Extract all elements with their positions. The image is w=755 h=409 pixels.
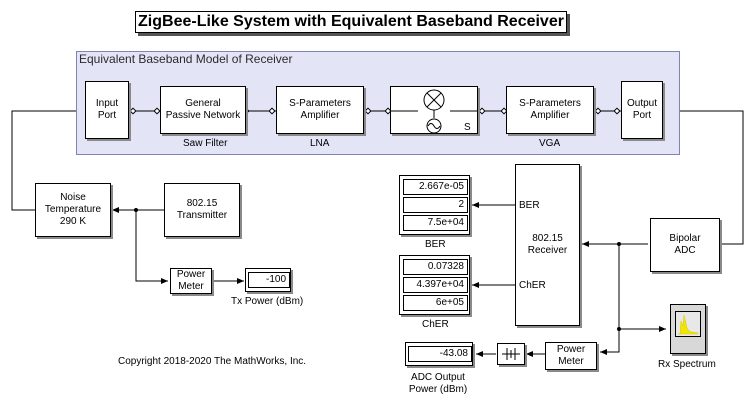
bipolar-adc-block[interactable]: Bipolar ADC [650,218,720,272]
tx-power-meter-block[interactable]: Power Meter [170,268,212,294]
copyright-text: Copyright 2018-2020 The MathWorks, Inc. [118,356,307,367]
receiver-block[interactable]: 802.15 Receiver BER ChER [515,164,580,326]
cher-caption: ChER [422,319,449,330]
output-port-block[interactable]: Output Port [621,81,663,139]
saw-filter-caption: Saw Filter [183,138,228,149]
rx-spectrum-caption: Rx Spectrum [658,359,716,370]
mixer-block[interactable]: S [390,86,478,134]
adc-power-display[interactable]: -43.08 [405,342,473,366]
ber-caption: BER [425,239,446,250]
lna-block[interactable]: S-Parameters Amplifier [276,86,364,134]
lna-caption: LNA [310,138,330,149]
cher-value-1: 0.07328 [403,259,468,275]
ber-value-3: 7.5e+04 [403,215,468,231]
mixer-icon [390,89,478,134]
receiver-cher-port: ChER [519,280,546,291]
transmitter-block[interactable]: 802.15 Transmitter [164,183,240,237]
rx-spectrum-scope[interactable] [670,304,706,354]
rate-transition-icon [502,348,520,360]
ber-value-2: 2 [403,197,468,213]
vga-caption: VGA [539,138,561,149]
vga-block[interactable]: S-Parameters Amplifier [506,86,594,134]
tx-power-caption: Tx Power (dBm) [231,296,304,307]
rate-transition-block[interactable] [497,343,525,365]
page-title: ZigBee-Like System with Equivalent Baseb… [135,11,567,33]
ber-value-1: 2.667e-05 [403,179,468,195]
ber-display[interactable]: 2.667e-05 2 7.5e+04 [399,175,470,235]
tx-power-display[interactable]: -100 [245,268,291,292]
saw-filter-block[interactable]: General Passive Network [160,86,246,134]
subsystem-title: Equivalent Baseband Model of Receiver [79,52,293,66]
cher-value-2: 4.397e+04 [403,277,468,293]
cher-display[interactable]: 0.07328 4.397e+04 6e+05 [399,255,470,315]
input-port-block[interactable]: Input Port [85,81,129,139]
adc-power-caption: ADC Output Power (dBm) [408,372,468,395]
cher-value-3: 6e+05 [403,295,468,311]
receiver-ber-port: BER [519,200,540,211]
noise-temperature-block[interactable]: Noise Temperature 290 K [35,183,111,237]
mixer-s-label: S [464,122,471,133]
spectrum-icon [675,311,701,337]
rx-power-meter-block[interactable]: Power Meter [545,342,597,370]
tx-power-value: -100 [248,272,290,288]
adc-power-value: -43.08 [408,346,472,362]
